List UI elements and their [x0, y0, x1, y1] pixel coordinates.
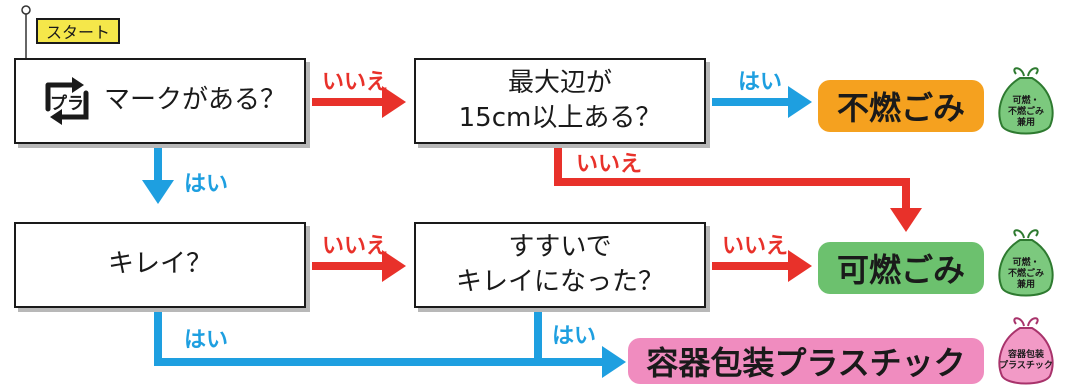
garbage-bag-icon: 可燃・ 不燃ごみ 兼用	[994, 66, 1058, 136]
edge-to-plastic-head	[602, 346, 626, 378]
question-recycling-mark: プラ マークがある？	[14, 58, 306, 144]
edge-clean-to-rinse-head	[382, 250, 406, 282]
question-rinse: すすいで キレイになった？	[414, 222, 706, 308]
edge-label-size-to-nonburnable: はい	[738, 70, 783, 95]
edge-clean-to-plastic	[154, 310, 604, 366]
garbage-bag-icon: 可燃・ 不燃ごみ 兼用	[994, 228, 1058, 298]
question-clean: キレイ？	[14, 222, 306, 308]
result-burnable-label: 可燃ごみ	[836, 251, 965, 289]
edge-size-to-burnable-head	[890, 208, 922, 232]
edge-label-clean-to-rinse: いいえ	[322, 234, 389, 259]
result-plastic-label: 容器包装プラスチック	[646, 344, 966, 382]
pla-recycling-mark-icon: プラ	[45, 77, 89, 125]
question-clean-text: キレイ？	[107, 249, 212, 280]
start-label: スタート	[46, 23, 111, 42]
bag2-text-2: 不燃ごみ	[1007, 269, 1044, 279]
bag2-text-1: 可燃・	[1012, 258, 1040, 268]
bag3-text-1: 容器包装	[1007, 350, 1044, 360]
edge-label-mark-to-size: いいえ	[322, 70, 389, 95]
bag1-text-3: 兼用	[1016, 118, 1035, 128]
pla-icon-text: プラ	[50, 93, 84, 114]
edge-label-rinse-to-plastic: はい	[552, 324, 597, 349]
edge-rinse-to-burnable-head	[788, 250, 812, 282]
result-nonburnable: 不燃ごみ	[818, 80, 984, 132]
result-plastic: 容器包装プラスチック	[628, 338, 984, 384]
edge-size-to-nonburnable-head	[788, 86, 812, 118]
edge-label-size-to-burnable: いいえ	[576, 152, 643, 177]
question-mark-text: マークがある？	[104, 85, 287, 116]
question-rinse-line-2: キレイになった？	[455, 267, 664, 297]
bag2-text-3: 兼用	[1016, 280, 1035, 290]
question-rinse-line-1: すすいで	[508, 231, 612, 262]
edge-mark-to-size-head	[382, 86, 406, 118]
question-size-line-1: 最大辺が	[507, 67, 612, 98]
edge-size-to-burnable	[554, 148, 910, 212]
bag1-text-1: 可燃・	[1012, 96, 1040, 106]
edge-label-rinse-to-burnable: いいえ	[722, 234, 789, 259]
result-burnable: 可燃ごみ	[818, 242, 984, 294]
question-size-line-2: 15cm以上ある？	[458, 103, 662, 133]
start-flag: スタート	[36, 18, 121, 44]
edge-label-clean-to-plastic: はい	[184, 328, 229, 353]
bag1-text-2: 不燃ごみ	[1007, 107, 1044, 117]
result-nonburnable-label: 不燃ごみ	[836, 89, 965, 127]
plastic-bag-icon: 容器包装 プラスチック	[994, 316, 1058, 386]
start-flag-pole-top	[21, 5, 31, 15]
edge-label-mark-to-clean: はい	[184, 172, 229, 197]
question-size: 最大辺が 15cm以上ある？	[414, 58, 706, 144]
edge-mark-to-clean-head	[142, 180, 174, 204]
bag3-text-2: プラスチック	[999, 361, 1053, 371]
